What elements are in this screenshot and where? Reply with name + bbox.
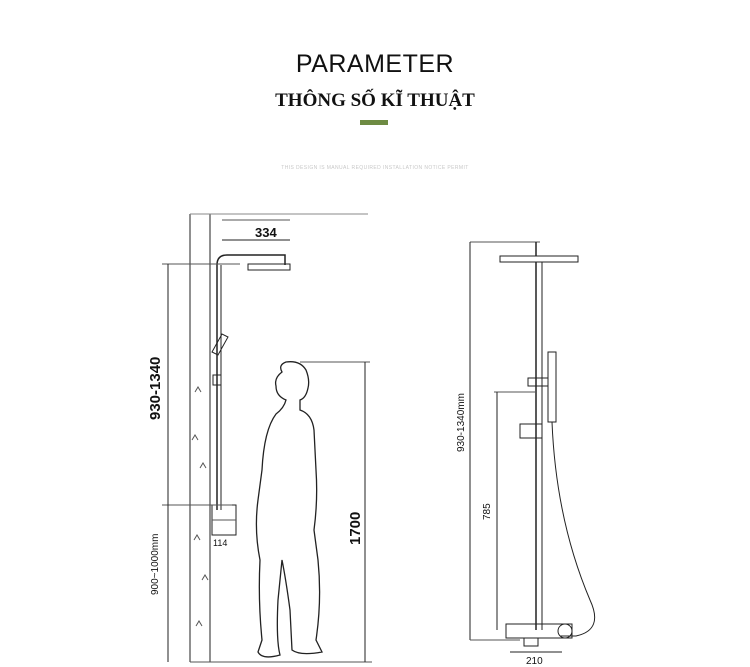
page-subtitle: THÔNG SỐ KĨ THUẬT <box>275 90 475 111</box>
spout <box>523 637 539 647</box>
holder-bracket-top <box>527 377 549 387</box>
hand-shower <box>211 333 229 356</box>
holder-bracket-bottom <box>519 423 543 439</box>
left-shower-diagram <box>162 213 372 663</box>
page-title: PARAMETER <box>295 50 455 78</box>
accent-bar <box>360 120 388 125</box>
dim-label-930-1340: 930-1340 <box>147 357 164 420</box>
dim-label-900-1000: 900~1000mm <box>150 534 161 595</box>
rain-shower-head <box>247 263 291 271</box>
dim-label-930-1340mm: 930-1340mm <box>456 393 467 452</box>
shower-hose <box>551 421 596 637</box>
shower-arm <box>216 254 286 266</box>
rain-shower-head-front <box>499 255 579 263</box>
dim-label-114: 114 <box>213 538 227 548</box>
slide-holder <box>212 374 222 386</box>
dim-label-1700: 1700 <box>347 512 364 545</box>
dim-label-210: 210 <box>526 656 543 667</box>
dim-label-785: 785 <box>482 503 493 520</box>
person-silhouette <box>255 361 323 658</box>
hand-shower-front <box>547 351 557 423</box>
right-shower-diagram <box>469 241 596 653</box>
faint-caption: THIS DESIGN IS MANUAL REQUIRED INSTALLAT… <box>281 165 469 171</box>
mixer-handle <box>557 623 573 639</box>
wall-hatching <box>191 386 209 627</box>
dim-label-334: 334 <box>255 225 277 240</box>
